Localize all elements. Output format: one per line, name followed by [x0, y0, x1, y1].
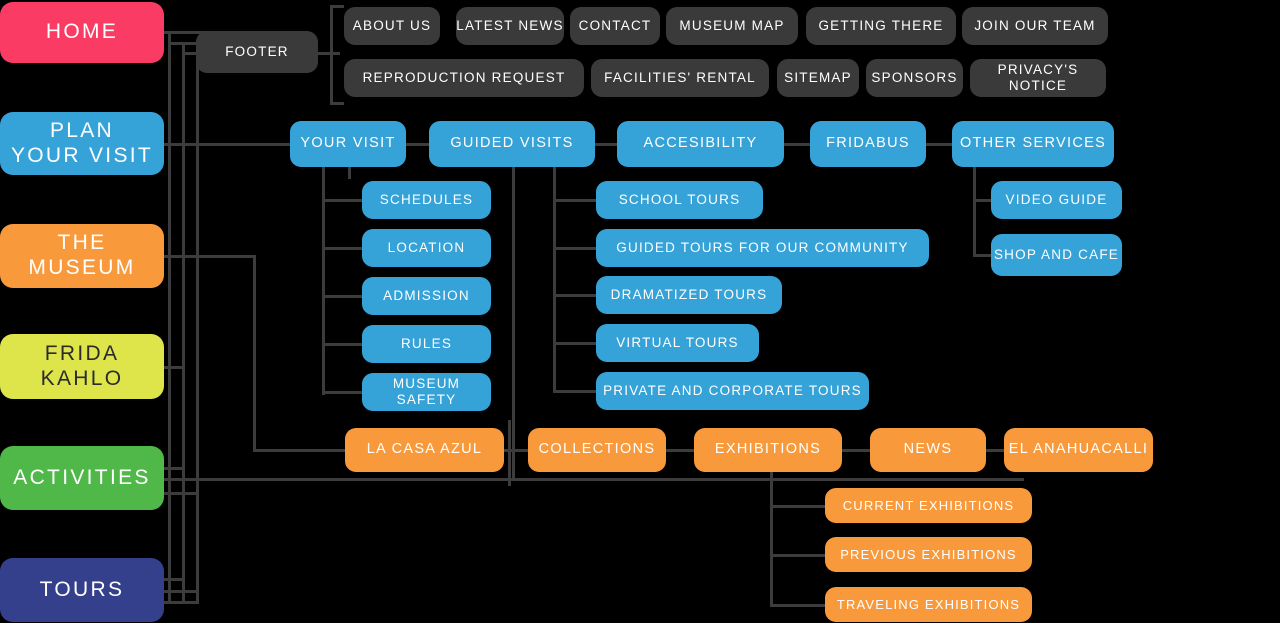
- node-museum-safety[interactable]: MUSEUM SAFETY: [362, 373, 491, 411]
- node-accesibility[interactable]: ACCESIBILITY: [617, 121, 784, 167]
- connector-guided-spine: [553, 165, 556, 393]
- node-guided-visits[interactable]: GUIDED VISITS: [429, 121, 595, 167]
- connector-activities-long: [164, 478, 1024, 481]
- connector-footer-bracket: [330, 5, 333, 105]
- nav-item-frida-kahlo[interactable]: FRIDA KAHLO: [0, 334, 164, 399]
- connector-tours-a: [164, 578, 184, 581]
- node-current-exhibitions[interactable]: CURRENT EXHIBITIONS: [825, 488, 1032, 523]
- connector-exh-1: [770, 505, 828, 508]
- node-dramatized-tours[interactable]: DRAMATIZED TOURS: [596, 276, 782, 314]
- node-private-and-corporate-tours[interactable]: PRIVATE AND CORPORATE TOURS: [596, 372, 869, 410]
- connector-exhibitions-news: [842, 449, 870, 452]
- connector-fridabus-other: [925, 143, 953, 146]
- connector-guided-access: [594, 143, 618, 146]
- connector-gv-5: [553, 390, 598, 393]
- footer-link-about-us[interactable]: ABOUT US: [344, 7, 440, 45]
- connector-yv-4: [322, 343, 364, 346]
- connector-gv-2: [553, 247, 598, 250]
- connector-yv-3: [322, 295, 364, 298]
- connector-exh-3: [770, 604, 828, 607]
- connector-bus-2: [182, 42, 185, 604]
- node-rules[interactable]: RULES: [362, 325, 491, 363]
- connector-gv-3: [553, 294, 598, 297]
- node-el-anahuacalli[interactable]: EL ANAHUACALLI: [1004, 428, 1153, 472]
- connector-footer-out: [318, 52, 340, 55]
- footer-link-reproduction-request[interactable]: REPRODUCTION REQUEST: [344, 59, 584, 97]
- node-footer[interactable]: FOOTER: [196, 31, 318, 73]
- connector-activities-a: [164, 467, 184, 470]
- connector-yv-1: [322, 199, 364, 202]
- node-other-services[interactable]: OTHER SERVICES: [952, 121, 1114, 167]
- connector-access-fridabus: [783, 143, 811, 146]
- connector-yourvisit-spine: [322, 165, 325, 395]
- connector-plan-to-yourvisit: [164, 143, 290, 146]
- footer-link-getting-there[interactable]: GETTING THERE: [806, 7, 956, 45]
- footer-link-contact[interactable]: CONTACT: [570, 7, 660, 45]
- connector-collections-exhibitions: [666, 449, 694, 452]
- node-traveling-exhibitions[interactable]: TRAVELING EXHIBITIONS: [825, 587, 1032, 622]
- connector-bus-1: [168, 31, 171, 604]
- node-your-visit[interactable]: YOUR VISIT: [290, 121, 406, 167]
- node-schedules[interactable]: SCHEDULES: [362, 181, 491, 219]
- node-collections[interactable]: COLLECTIONS: [528, 428, 666, 472]
- connector-casa-collections: [504, 449, 528, 452]
- node-virtual-tours[interactable]: VIRTUAL TOURS: [596, 324, 759, 362]
- connector-footer-in-a: [168, 42, 210, 45]
- footer-link-sponsors[interactable]: SPONSORS: [866, 59, 963, 97]
- connector-activities-b: [164, 492, 198, 495]
- footer-link-join-our-team[interactable]: JOIN OUR TEAM: [962, 7, 1108, 45]
- connector-news-anahuacalli: [986, 449, 1006, 452]
- footer-link-sitemap[interactable]: SITEMAP: [777, 59, 859, 97]
- node-shop-and-cafe[interactable]: SHOP AND CAFE: [991, 234, 1122, 276]
- connector-yv-5: [322, 391, 364, 394]
- node-video-guide[interactable]: VIDEO GUIDE: [991, 181, 1122, 219]
- connector-museum-v: [253, 255, 256, 449]
- connector-tours-c: [164, 601, 198, 604]
- connector-exh-spine: [770, 471, 773, 605]
- node-la-casa-azul[interactable]: LA CASA AZUL: [345, 428, 504, 472]
- connector-footer-row2: [330, 102, 344, 105]
- connector-os-1: [973, 199, 995, 202]
- connector-other-spine: [973, 165, 976, 255]
- node-school-tours[interactable]: SCHOOL TOURS: [596, 181, 763, 219]
- node-previous-exhibitions[interactable]: PREVIOUS EXHIBITIONS: [825, 537, 1032, 572]
- node-exhibitions[interactable]: EXHIBITIONS: [694, 428, 842, 472]
- node-fridabus[interactable]: FRIDABUS: [810, 121, 926, 167]
- nav-item-the-museum[interactable]: THE MUSEUM: [0, 224, 164, 288]
- connector-footer-row1: [330, 5, 344, 8]
- connector-frida: [164, 366, 184, 369]
- nav-item-home[interactable]: HOME: [0, 2, 164, 63]
- node-location[interactable]: LOCATION: [362, 229, 491, 267]
- nav-item-plan-your-visit[interactable]: PLAN YOUR VISIT: [0, 112, 164, 175]
- node-news[interactable]: NEWS: [870, 428, 986, 472]
- footer-link-museum-map[interactable]: MUSEUM MAP: [666, 7, 798, 45]
- connector-museum-a: [164, 255, 256, 258]
- connector-home: [164, 31, 210, 34]
- connector-gv-4: [553, 342, 598, 345]
- nav-item-tours[interactable]: TOURS: [0, 558, 164, 622]
- connector-casa-vert: [508, 420, 511, 486]
- footer-link-privacys-notice[interactable]: PRIVACY'S NOTICE: [970, 59, 1106, 97]
- connector-guided-drop: [512, 165, 515, 480]
- connector-yourvisit-drop: [348, 165, 351, 179]
- footer-link-facilities-rental[interactable]: FACILITIES' RENTAL: [591, 59, 769, 97]
- footer-link-latest-news[interactable]: LATEST NEWS: [456, 7, 564, 45]
- connector-tours-b: [164, 590, 198, 593]
- node-guided-tours-for-our-community[interactable]: GUIDED TOURS FOR OUR COMMUNITY: [596, 229, 929, 267]
- connector-museum-b: [253, 449, 345, 452]
- connector-exh-2: [770, 554, 828, 557]
- connector-os-2: [973, 254, 995, 257]
- nav-item-activities[interactable]: ACTIVITIES: [0, 446, 164, 510]
- connector-yourvisit-guided: [405, 143, 435, 146]
- connector-bus-3: [196, 55, 199, 604]
- connector-yv-2: [322, 247, 364, 250]
- node-admission[interactable]: ADMISSION: [362, 277, 491, 315]
- connector-gv-1: [553, 199, 598, 202]
